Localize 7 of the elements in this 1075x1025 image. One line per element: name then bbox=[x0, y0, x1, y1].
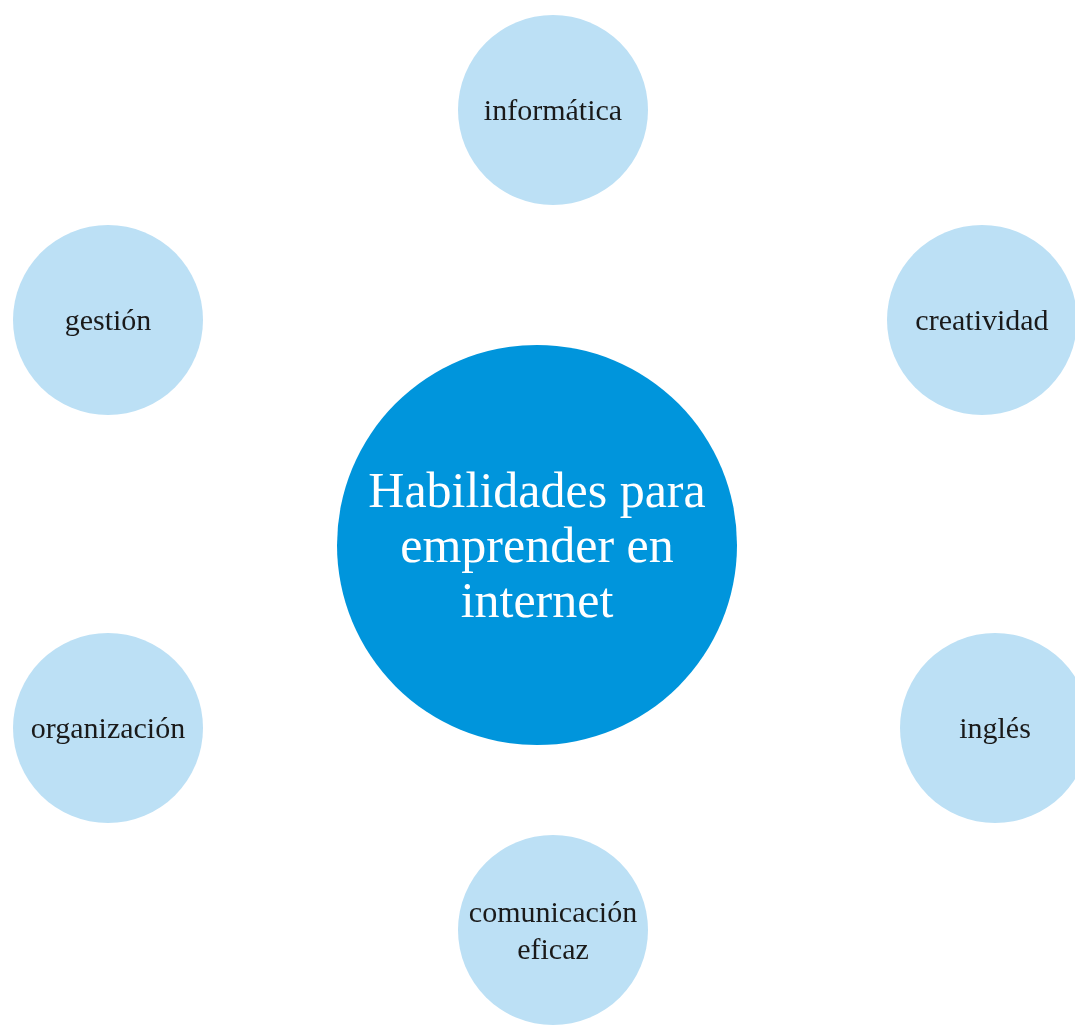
skill-label: informática bbox=[483, 92, 623, 129]
skill-label: gestión bbox=[64, 302, 152, 339]
skill-label: inglés bbox=[959, 710, 1031, 747]
skill-label: comunicación eficaz bbox=[467, 893, 639, 967]
skill-label: creatividad bbox=[915, 302, 1049, 339]
skill-label: organización bbox=[30, 710, 186, 747]
central-label: Habilidades para emprender en internet bbox=[367, 462, 707, 628]
